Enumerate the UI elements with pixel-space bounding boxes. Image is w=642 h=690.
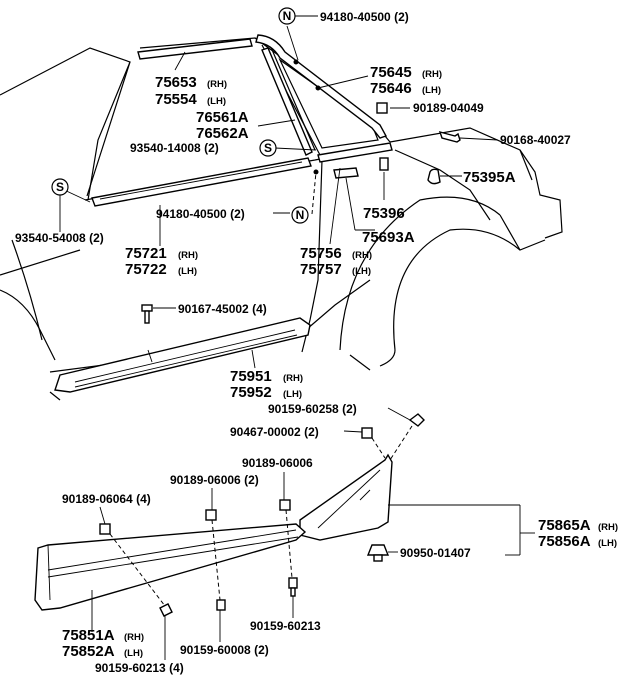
label-75851a: 75851A [62,627,115,644]
clip-75396 [379,157,389,171]
label-75653: 75653 [155,74,197,91]
svg-text:S: S [264,141,272,155]
svg-text:(LH): (LH) [178,266,197,277]
leader-lines [59,15,535,660]
svg-text:(LH): (LH) [207,96,226,107]
label-90168: 90168-40027 [500,133,571,147]
belt-molding-door [91,157,312,207]
label-75951: 75951 [230,368,272,385]
belt-molding-quarter [317,142,393,163]
label-75852a: 75852A [62,643,115,660]
label-75856a: 75856A [538,533,591,550]
label-90159-60008: 90159-60008 (2) [180,643,269,657]
svg-text:(RH): (RH) [283,373,303,384]
label-75721: 75721 [125,245,167,262]
roof-drip-molding [137,38,253,60]
label-90159-60258: 90159-60258 (2) [268,402,357,416]
label-94180-top: 94180-40500 (2) [320,10,409,24]
svg-text:(LH): (LH) [283,389,302,400]
side-skirt-75851a [34,523,307,611]
bracket-75865a [299,453,393,541]
label-75554: 75554 [155,91,197,108]
upper-moldings [91,34,461,207]
label-75756: 75756 [300,245,342,262]
svg-text:(RH): (RH) [598,522,618,533]
label-76561a: 76561A [196,109,249,126]
label-90950: 90950-01407 [400,546,471,560]
svg-text:N: N [283,9,292,23]
door-frame-molding [261,47,313,156]
label-75645: 75645 [370,64,412,81]
label-93540-14008: 93540-14008 (2) [130,141,219,155]
svg-text:(RH): (RH) [352,250,372,261]
label-75722: 75722 [125,261,167,278]
label-75757: 75757 [300,261,342,278]
label-76562a: 76562A [196,125,249,142]
label-90167: 90167-45002 (4) [178,302,267,316]
label-90189-06006-b: 90189-06006 (2) [170,473,259,487]
label-93540-54008: 93540-54008 (2) [15,231,104,245]
svg-text:(RH): (RH) [422,69,442,80]
part-labels: 94180-40500 (2) 75653 (RH) 75554 (LH) 75… [15,10,618,675]
clip-90189-06006-a [205,509,217,521]
label-90189-06064: 90189-06064 (4) [62,492,151,506]
rocker-molding-upper [54,304,311,393]
label-94180-mid: 94180-40500 (2) [156,207,245,221]
screw-90168 [438,130,461,143]
retainer-75395a [427,168,441,185]
label-75646: 75646 [370,80,412,97]
svg-text:N: N [296,208,305,222]
svg-text:(RH): (RH) [124,632,144,643]
symbol-s-left: S [51,178,69,196]
svg-text:S: S [56,180,64,194]
label-75396: 75396 [363,205,405,222]
label-75693a: 75693A [362,229,415,246]
svg-text:(RH): (RH) [207,79,227,90]
quarter-window-molding [255,34,388,139]
symbol-s-mid: S [259,139,277,157]
label-90467: 90467-00002 (2) [230,425,319,439]
svg-text:(RH): (RH) [178,250,198,261]
symbol-n-top: N [278,7,296,25]
label-90159-60213-a: 90159-60213 [250,619,321,633]
label-75395a: 75395A [463,169,516,186]
label-90159-60213-b: 90159-60213 (4) [95,661,184,675]
label-90189-06006-a: 90189-06006 [242,456,313,470]
svg-text:(LH): (LH) [124,648,143,659]
svg-text:(LH): (LH) [598,538,617,549]
svg-text:(LH): (LH) [422,85,441,96]
clip-90189-06064 [99,523,111,535]
label-75952: 75952 [230,384,272,401]
label-75865a: 75865A [538,517,591,534]
svg-text:(LH): (LH) [352,266,371,277]
symbol-n-mid: N [291,206,309,224]
nut-90189-04049 [376,102,388,114]
label-90189-04049: 90189-04049 [413,101,484,115]
clip-75693a [333,167,359,179]
lower-parts [34,413,425,617]
clip-90189-06006-b [279,499,291,511]
